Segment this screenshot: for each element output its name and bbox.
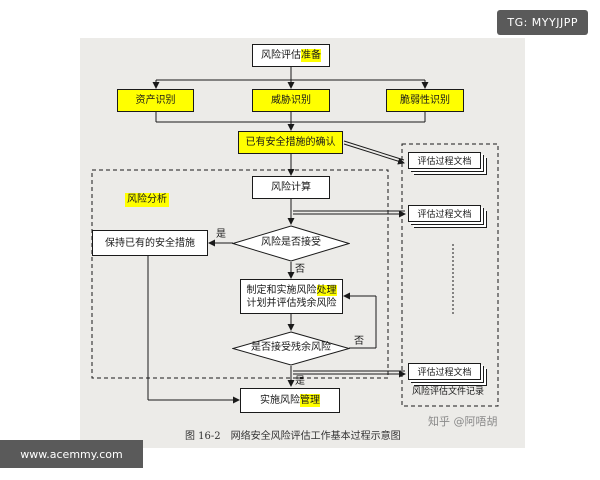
node-prep-highlight: 准备 (301, 49, 321, 62)
figure-caption: 图 16-2 网络安全风险评估工作基本过程示意图 (185, 431, 401, 442)
decision-residual-accepted (232, 331, 350, 366)
label-yes-residual: 是 (295, 376, 305, 387)
node-risk-assessment-prep: 风险评估准备 (252, 44, 330, 67)
node-treatment-plan: 制定和实施风险处理 计划并评估残余风险 (240, 279, 343, 314)
label-document-records: 风险评估文件记录 (412, 387, 485, 397)
node-risk-calculation: 风险计算 (252, 176, 330, 199)
site-watermark: www.acemmy.com (0, 440, 143, 468)
node-keep-existing-measures: 保持已有的安全措施 (92, 230, 208, 256)
decision-risk-accepted (232, 225, 350, 262)
node-vulnerability-identification: 脆弱性识别 (386, 89, 464, 112)
document-assessment-3: 评估过程文档 (408, 363, 481, 380)
label-risk-analysis: 风险分析 (125, 193, 169, 207)
zhihu-watermark: 知乎 @阿唔胡 (428, 415, 498, 428)
tg-badge: TG: MYYJJPP (497, 10, 588, 35)
node-treatment-line2: 计划并评估残余风险 (246, 297, 337, 309)
node-treatment-text: 制定和实施风险 (246, 284, 317, 296)
document-assessment-2: 评估过程文档 (408, 205, 481, 222)
label-yes-accept: 是 (216, 229, 226, 240)
decision-residual-accepted-label: 是否接受残余风险 (251, 342, 331, 353)
label-no-accept: 否 (295, 264, 305, 275)
node-treatment-highlight: 处理 (316, 284, 337, 296)
node-existing-measures-confirmation: 已有安全措施的确认 (238, 131, 343, 154)
label-no-residual: 否 (354, 336, 364, 347)
node-treatment-line1: 制定和实施风险处理 (247, 284, 337, 297)
node-asset-identification: 资产识别 (117, 89, 194, 112)
document-assessment-1: 评估过程文档 (408, 152, 481, 169)
node-implement-risk-management: 实施风险管理 (240, 388, 340, 413)
decision-risk-accepted-label: 风险是否接受 (261, 237, 321, 248)
node-implement-highlight: 管理 (300, 394, 320, 407)
node-prep-text: 风险评估 (261, 50, 301, 61)
risk-analysis-region (91, 169, 389, 379)
node-threat-identification: 威胁识别 (252, 89, 330, 112)
node-implement-text: 实施风险 (260, 395, 300, 406)
document-records-region (401, 143, 499, 407)
